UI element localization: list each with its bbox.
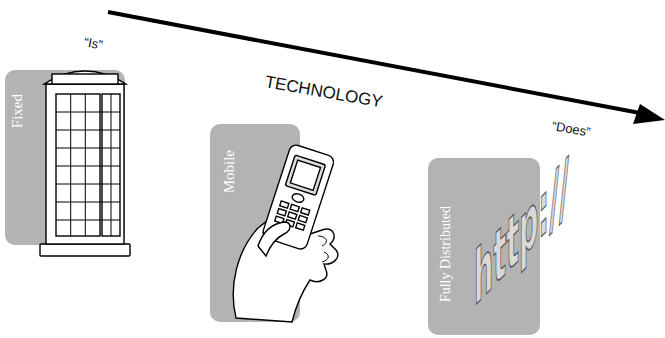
tech-panel: Fully Distributedhttp:// [428,158,540,335]
phone-booth [40,71,130,256]
url-text: http:// [474,141,569,324]
axis-end-label: “Is” [83,34,104,52]
panel-label: Fully Distributed [438,206,454,302]
axis-title: TECHNOLOGY [263,72,384,112]
axis-end-label: “Does” [551,118,592,140]
panel-label: Fixed [9,94,26,128]
arrow-head [633,104,665,124]
timeline-arrow [108,12,640,113]
panel-label: Mobile [221,150,238,193]
